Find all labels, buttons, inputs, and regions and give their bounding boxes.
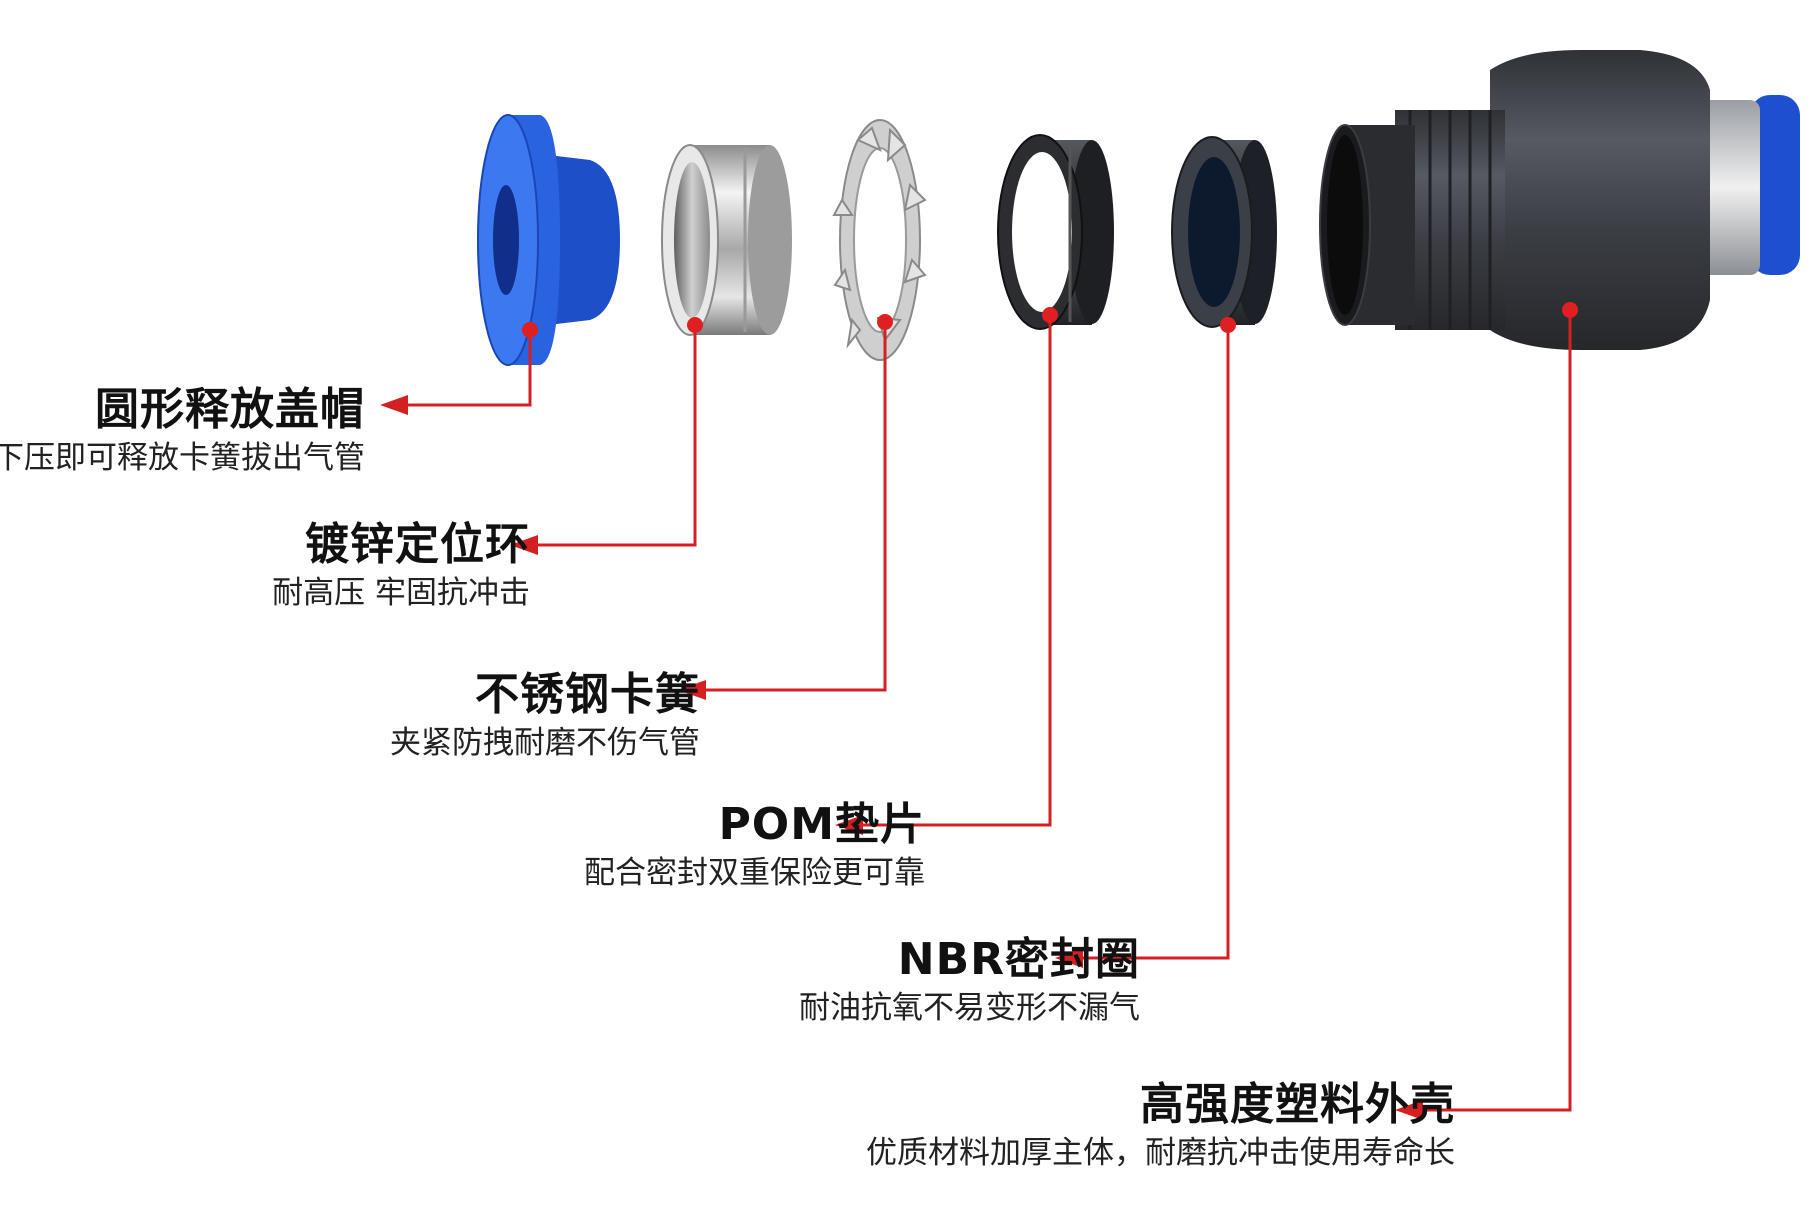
stainless-collet-arrow-head	[678, 680, 706, 700]
stainless-collet-leader-line	[696, 322, 887, 692]
plastic-housing-desc: 优质材料加厚主体，耐磨抗冲击使用寿命长	[866, 1135, 1455, 1171]
label-positioning-ring: 镀锌定位环 耐高压 牢固抗冲击	[272, 520, 530, 612]
release-cap-desc: 下压即可释放卡簧拔出气管	[0, 440, 365, 476]
positioning-ring-leader-line	[528, 325, 697, 547]
nbr-seal-leader-line	[1073, 325, 1230, 960]
release-cap-arrow-head	[380, 395, 408, 415]
release-cap-marker-dot	[522, 322, 538, 338]
leader-lines	[380, 302, 1578, 1120]
pom-gasket-desc: 配合密封双重保险更可靠	[584, 855, 925, 891]
pom-gasket-leader-line	[853, 315, 1052, 827]
pom-gasket-illustration	[997, 134, 1114, 330]
pom-gasket-title: POM垫片	[718, 799, 925, 850]
plastic-housing-leader-line	[1413, 310, 1572, 1112]
stainless-collet-illustration	[832, 119, 927, 361]
label-plastic-housing: 高强度塑料外壳 优质材料加厚主体，耐磨抗冲击使用寿命长	[866, 1080, 1455, 1172]
positioning-ring-desc: 耐高压 牢固抗冲击	[272, 575, 530, 611]
nbr-seal-marker-dot	[1220, 317, 1236, 333]
positioning-ring-title: 镀锌定位环	[305, 519, 530, 570]
release-cap-leader-line	[398, 330, 532, 407]
stainless-collet-title: 不锈钢卡簧	[475, 669, 700, 720]
positioning-ring-marker-dot	[687, 317, 703, 333]
stainless-collet-marker-dot	[877, 314, 893, 330]
plastic-housing-marker-dot	[1562, 302, 1578, 318]
plastic-housing-title: 高强度塑料外壳	[1140, 1079, 1455, 1130]
nbr-seal-desc: 耐油抗氧不易变形不漏气	[799, 990, 1140, 1026]
positioning-ring-arrow-head	[510, 535, 538, 555]
pom-gasket-marker-dot	[1042, 307, 1058, 323]
release-cap-illustration	[477, 114, 620, 366]
pom-gasket-arrow-head	[835, 815, 863, 835]
positioning-ring-illustration	[661, 144, 792, 336]
release-cap-title: 圆形释放盖帽	[95, 384, 365, 435]
nbr-seal-illustration	[1171, 136, 1277, 328]
plastic-housing-arrow-head	[1395, 1100, 1423, 1120]
label-release-cap: 圆形释放盖帽 下压即可释放卡簧拔出气管	[0, 385, 365, 477]
label-pom-gasket: POM垫片 配合密封双重保险更可靠	[584, 800, 925, 892]
plastic-housing-illustration	[1319, 50, 1800, 350]
nbr-seal-arrow-head	[1055, 948, 1083, 968]
label-nbr-seal: NBR密封圈 耐油抗氧不易变形不漏气	[799, 935, 1140, 1027]
stainless-collet-desc: 夹紧防拽耐磨不伤气管	[390, 725, 700, 761]
nbr-seal-title: NBR密封圈	[897, 934, 1140, 985]
label-stainless-collet: 不锈钢卡簧 夹紧防拽耐磨不伤气管	[390, 670, 700, 762]
